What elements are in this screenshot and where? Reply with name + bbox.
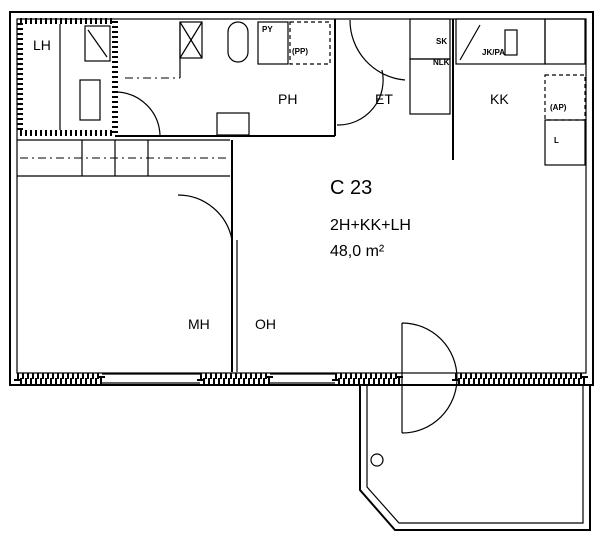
fixture-ap: (AP) <box>550 103 567 112</box>
bathroom-door-arc <box>117 91 161 136</box>
fixture-pp: (PP) <box>292 47 308 56</box>
toilet-icon <box>227 21 249 63</box>
apartment-code: C 23 <box>330 177 372 199</box>
sink-icon <box>216 112 250 136</box>
balcony-door-arc <box>401 322 458 434</box>
bedroom-door-arc <box>177 194 233 241</box>
apartment-type: 2H+KK+LH <box>330 217 411 234</box>
balcony-outline <box>359 385 591 531</box>
room-label-hall: ET <box>375 91 393 107</box>
apartment-area: 48,0 m² <box>330 243 385 260</box>
fixture-l: L <box>554 136 559 145</box>
sauna-stove <box>84 25 111 62</box>
drain-icon <box>370 453 384 467</box>
window-strips <box>14 373 588 384</box>
room-label-bathroom: PH <box>278 91 297 107</box>
fixture-py: PY <box>262 25 273 34</box>
entrance-door-arc <box>349 19 406 81</box>
outer-wall <box>9 11 594 386</box>
room-label-sauna: LH <box>33 37 51 53</box>
room-label-kitchen: KK <box>490 91 509 107</box>
room-label-living-room: OH <box>255 316 276 332</box>
inner-outer-wall <box>16 18 587 374</box>
fixture-sk: SK <box>436 37 447 46</box>
fixture-jkpa: JK/PA <box>482 48 505 57</box>
fixture-nlk: NLK <box>433 58 450 67</box>
sauna-wall <box>17 18 118 136</box>
room-label-bedroom: MH <box>188 316 210 332</box>
